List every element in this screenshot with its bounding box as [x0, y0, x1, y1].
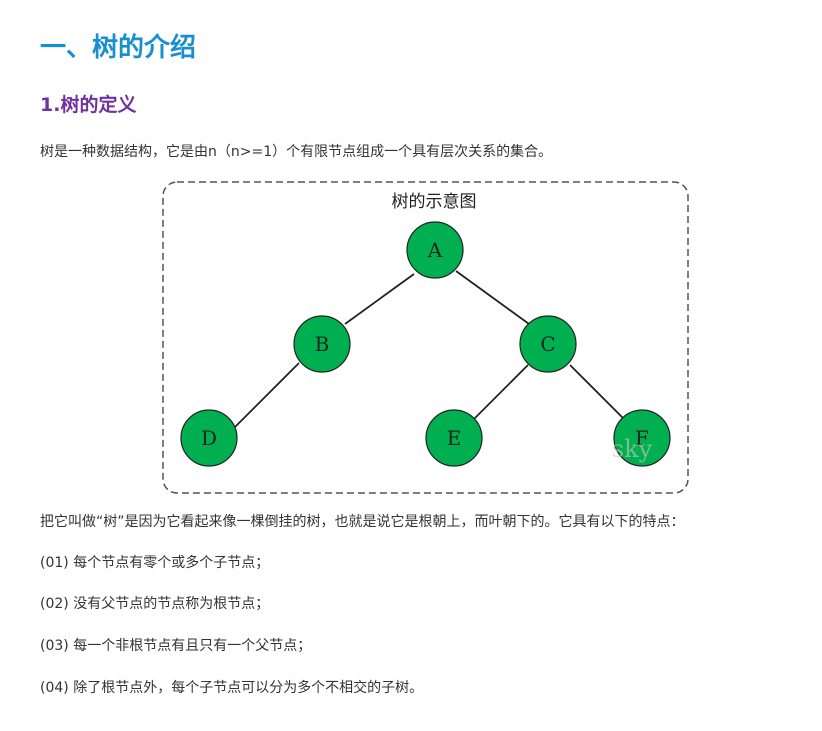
point-3: (03) 每一个非根节点有且只有一个父节点；: [40, 638, 312, 654]
tree-node-b: B: [293, 315, 351, 373]
tree-node-d: D: [180, 409, 238, 467]
svg-text:D: D: [201, 426, 217, 450]
watermark: sky: [612, 435, 653, 463]
edges: [230, 270, 624, 432]
tree-diagram: 树的示意图 A B C D: [162, 181, 689, 494]
edge-a-c: [455, 270, 530, 325]
diagram-title: 树的示意图: [392, 192, 477, 212]
tree-node-a: A: [406, 221, 464, 279]
svg-text:A: A: [427, 238, 443, 262]
svg-text:B: B: [315, 332, 330, 356]
tree-node-c: C: [519, 315, 577, 373]
edge-c-e: [473, 364, 529, 420]
diagram-border: [162, 181, 689, 494]
edge-a-b: [344, 273, 415, 325]
edge-c-f: [569, 364, 624, 419]
tree-nodes: A B C D E F: [180, 221, 671, 467]
svg-text:E: E: [447, 426, 462, 450]
point-4: (04) 除了根节点外，每个子节点可以分为多个不相交的子树。: [40, 680, 424, 696]
point-2: (02) 没有父节点的节点称为根节点；: [40, 596, 270, 612]
tree-node-e: E: [425, 409, 483, 467]
edge-b-d: [230, 362, 300, 432]
intro-paragraph: 树是一种数据结构，它是由n（n>=1）个有限节点组成一个具有层次关系的集合。: [40, 144, 553, 160]
tree-node-f: F: [613, 409, 671, 467]
subsection-heading: 1.树的定义: [40, 94, 137, 116]
point-1: (01) 每个节点有零个或多个子节点；: [40, 555, 270, 571]
svg-text:C: C: [540, 332, 555, 356]
explain-paragraph: 把它叫做“树”是因为它看起来像一棵倒挂的树，也就是说它是根朝上，而叶朝下的。它具…: [40, 514, 685, 530]
section-heading: 一、树的介绍: [40, 33, 197, 63]
svg-text:F: F: [635, 426, 649, 450]
